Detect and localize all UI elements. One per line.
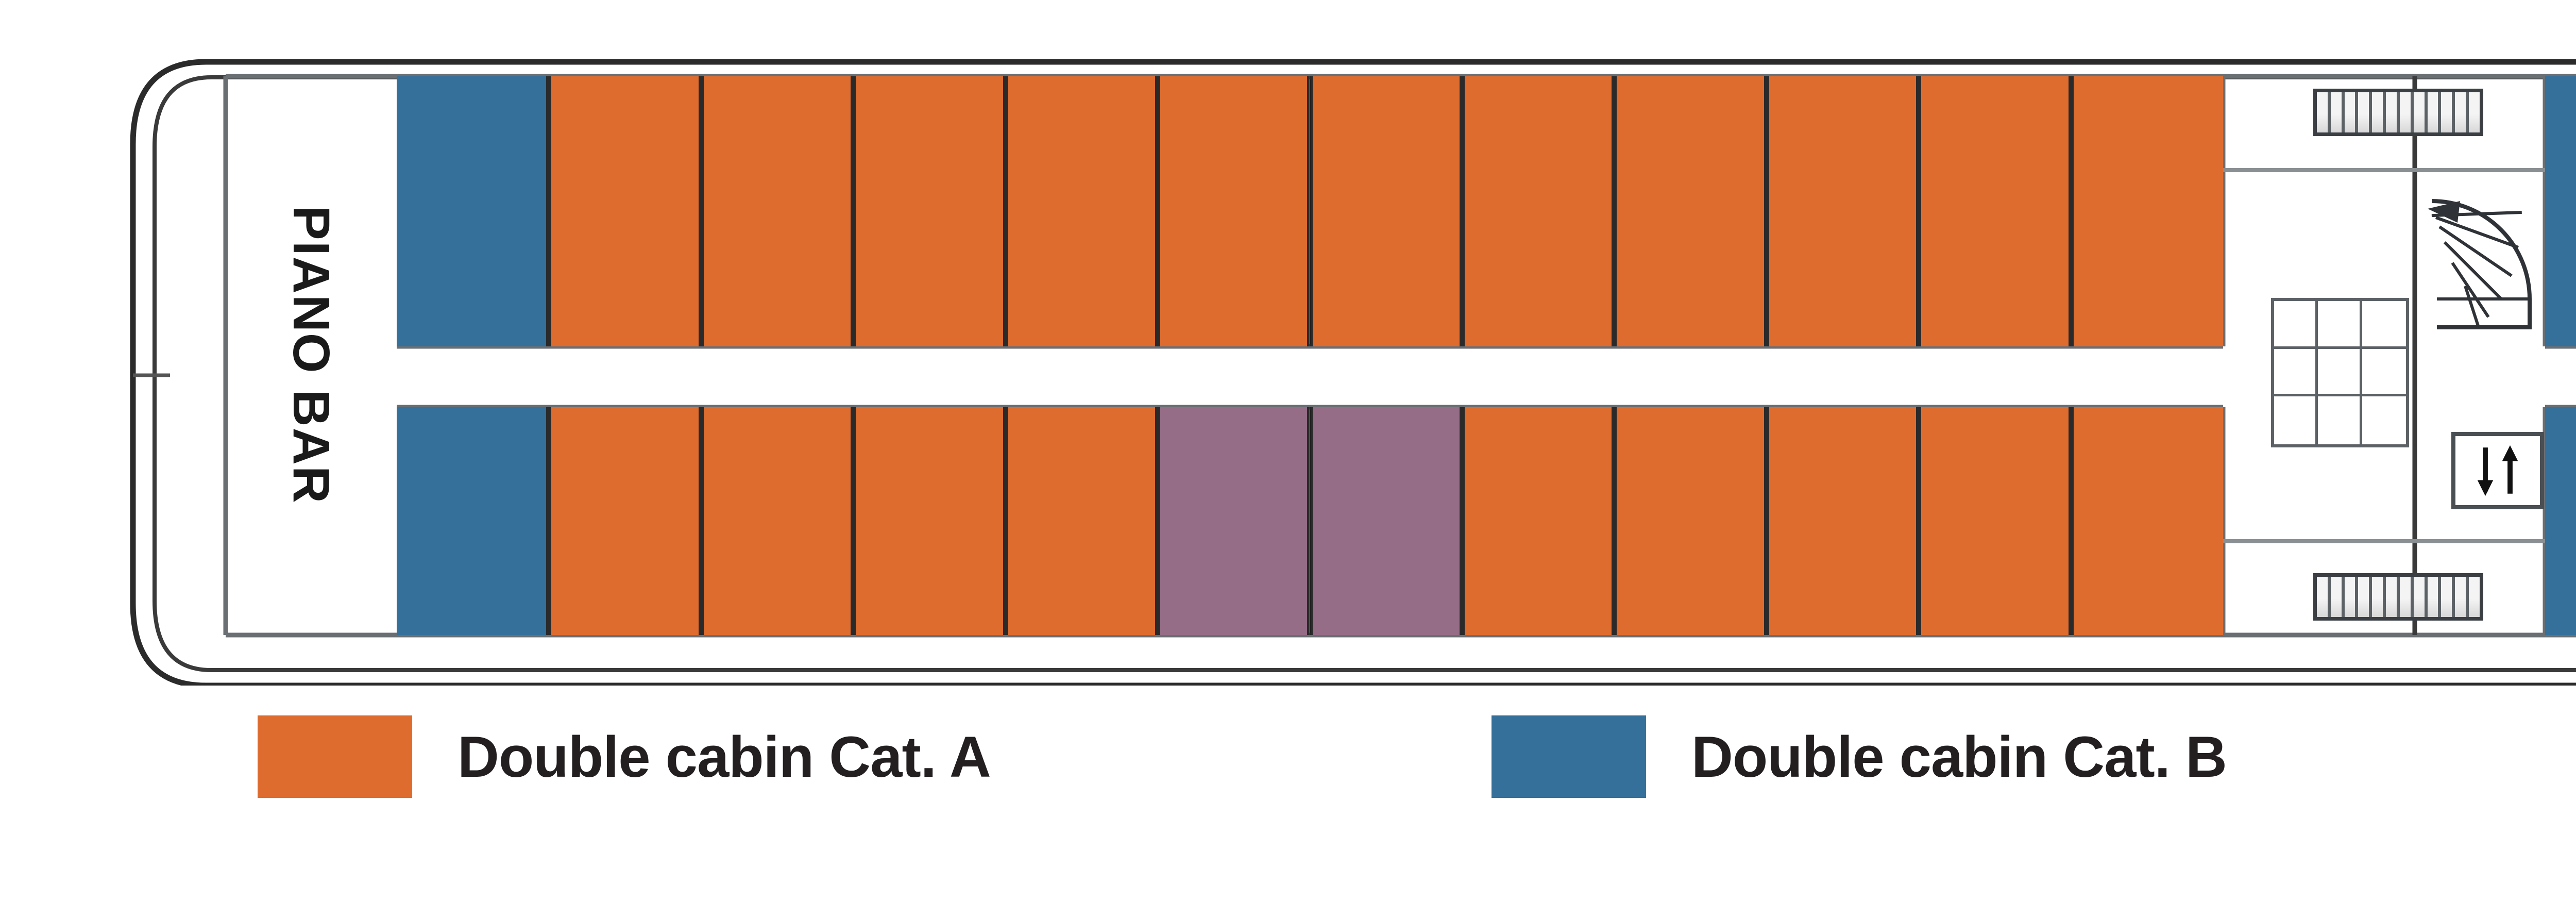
cabin-cat-c[interactable] (1310, 407, 1462, 635)
cabin-cat-a[interactable] (1766, 407, 1919, 635)
legend-label-cat-a: Double cabin Cat. A (457, 724, 991, 789)
cabin-cat-a[interactable] (1919, 407, 2071, 635)
ship-outline-container: PIANO BAR (130, 59, 2576, 686)
cabin-cat-a[interactable] (549, 76, 701, 346)
cabin-cat-a[interactable] (1005, 407, 1158, 635)
cabin-cat-a[interactable] (1462, 407, 1615, 635)
legend-item-cat-b: Double cabin Cat. B (1492, 715, 2227, 798)
cabin-cat-a[interactable] (1158, 76, 1310, 346)
elevator-arrows-icon (2477, 445, 2518, 496)
legend-swatch-cat-b (1492, 715, 1646, 798)
legend: Double cabin Cat. A Double cabin Cat. B … (0, 715, 2576, 870)
cabin-cat-a[interactable] (1766, 76, 1919, 346)
window-grid-icon (2271, 298, 2409, 447)
cabin-cat-b[interactable] (2545, 76, 2576, 346)
cabin-cat-a[interactable] (1919, 76, 2071, 346)
elevator-icon[interactable] (2451, 432, 2544, 509)
cabin-cat-a[interactable] (2071, 76, 2223, 346)
cabin-cat-a[interactable] (1614, 407, 1767, 635)
legend-label-cat-b: Double cabin Cat. B (1691, 724, 2227, 789)
stairs-icon-bottom[interactable] (2313, 573, 2483, 621)
cabin-cat-a[interactable] (1462, 76, 1615, 346)
cabin-cat-a[interactable] (853, 407, 1006, 635)
cabin-cat-a[interactable] (701, 76, 854, 346)
cabin-cat-c[interactable] (1158, 407, 1310, 635)
cabin-cat-a[interactable] (2071, 407, 2223, 635)
hull-inner-path (152, 75, 2576, 672)
cabin-cat-a[interactable] (701, 407, 854, 635)
cabin-cat-a[interactable] (1310, 76, 1462, 346)
cabin-cat-a[interactable] (1005, 76, 1158, 346)
cabin-cat-b[interactable] (2545, 407, 2576, 635)
cabin-cat-a[interactable] (1614, 76, 1767, 346)
legend-swatch-cat-a (258, 715, 412, 798)
cabin-cat-a[interactable] (853, 76, 1006, 346)
spiral-staircase-icon (2428, 199, 2532, 329)
cabin-cat-b[interactable] (397, 76, 549, 346)
cabin-cat-b[interactable] (397, 407, 549, 635)
stairs-icon-top[interactable] (2313, 89, 2483, 136)
cabin-cat-a[interactable] (549, 407, 701, 635)
legend-item-cat-a: Double cabin Cat. A (258, 715, 991, 798)
